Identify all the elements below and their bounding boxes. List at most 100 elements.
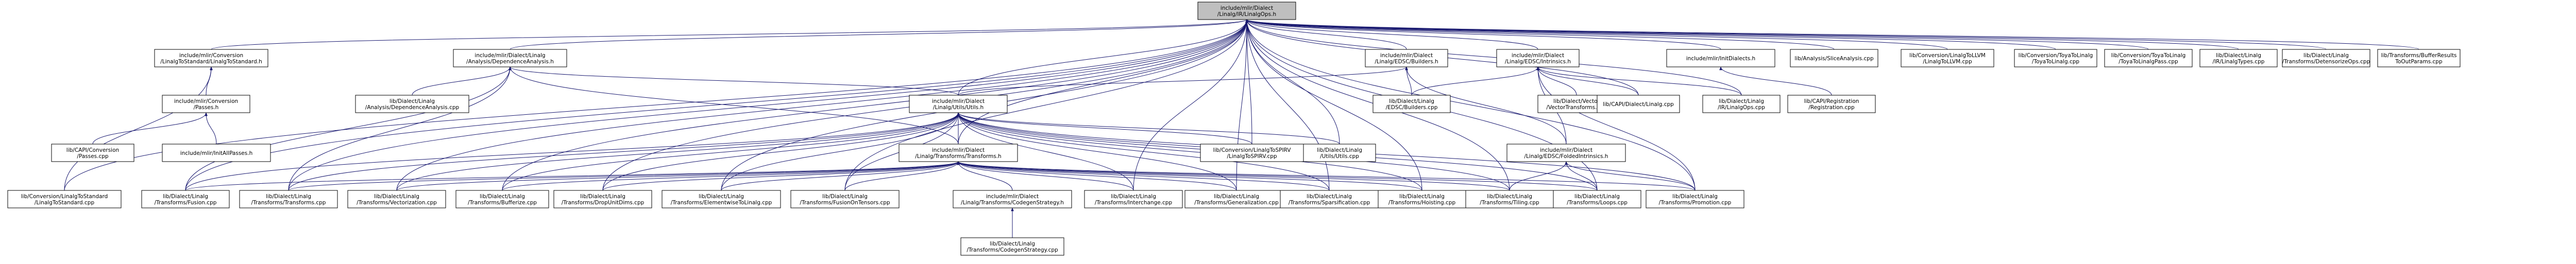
graph-node-sp[interactable]: lib/Dialect/Linalg/Transforms/Sparsifica… <box>1280 190 1379 208</box>
node-label-line: /Transforms/Hoisting.cpp <box>1388 200 1456 206</box>
edge-pr-to-root <box>1245 19 1696 191</box>
graph-node-sa[interactable]: lib/Analysis/SliceAnalysis.cpp <box>1790 49 1878 67</box>
graph-node-ft[interactable]: lib/Dialect/Linalg/Transforms/FusionOnTe… <box>790 190 900 208</box>
graph-node-du[interactable]: lib/Dialect/Linalg/Transforms/DropUnitDi… <box>553 190 652 208</box>
graph-node-cs-h[interactable]: include/mlir/Dialect/Linalg/Transforms/C… <box>953 190 1072 208</box>
graph-node-llvm[interactable]: lib/Conversion/LinalgToLLVM/LinalgToLLVM… <box>1901 49 1994 67</box>
graph-node-bu[interactable]: lib/Dialect/Linalg/Transforms/Bufferize.… <box>455 190 549 208</box>
node-box <box>1372 95 1451 113</box>
node-box <box>7 190 122 208</box>
node-box <box>154 49 268 67</box>
graph-node-fu[interactable]: lib/Dialect/Linalg/Transforms/Fusion.cpp <box>141 190 230 208</box>
graph-node-id[interactable]: include/mlir/InitDialects.h <box>1666 49 1775 67</box>
graph-node-bo[interactable]: lib/Transforms/BufferResultsToOutParams.… <box>2377 49 2461 67</box>
edge-cpp-eb-to-eb <box>1405 66 1412 96</box>
edge-da-to-root <box>510 19 1248 50</box>
graph-node-dt[interactable]: lib/Dialect/Linalg/Transforms/Detensoriz… <box>2282 49 2370 67</box>
node-box <box>2282 49 2370 67</box>
edge-ew-to-ut <box>721 112 960 191</box>
edge-eb-to-root <box>1245 19 1407 50</box>
node-label-line: include/mlir/InitDialects.h <box>1686 56 1755 62</box>
graph-node-pa[interactable]: include/mlir/Conversion/Passes.h <box>162 95 250 113</box>
node-label-line: /Transforms/Vectorization.cpp <box>357 200 437 206</box>
node-label-line: /Registration.cpp <box>1808 104 1855 111</box>
graph-node-ut[interactable]: include/mlir/Dialect/Linalg/Utils/Utils.… <box>909 95 1008 113</box>
node-label-line: /Transforms/ElementwiseToLinalg.cpp <box>671 200 772 206</box>
graph-node-ic[interactable]: lib/Dialect/Linalg/Transforms/Interchang… <box>1084 190 1183 208</box>
graph-node-cs[interactable]: include/mlir/Conversion/LinalgToStandard… <box>154 49 268 67</box>
edge-ei-to-root <box>1245 19 1538 50</box>
graph-node-cp[interactable]: lib/CAPI/Conversion/Passes.cpp <box>51 144 134 162</box>
graph-node-ho[interactable]: lib/Dialect/Linalg/Transforms/Hoisting.c… <box>1378 190 1466 208</box>
node-label-line: /EDSC/Builders.cpp <box>1386 104 1438 111</box>
node-label-line: lib/Dialect/Linalg <box>1672 193 1718 200</box>
graph-node-ty[interactable]: lib/Dialect/Linalg/IR/LinalgTypes.cpp <box>2199 49 2278 67</box>
edge-cs-h-to-tt <box>957 161 1013 191</box>
graph-node-fi[interactable]: include/mlir/Dialect/Linalg/EDSC/FoldedI… <box>1506 144 1626 162</box>
graph-node-cs-cpp[interactable]: lib/Conversion/LinalgToStandard/LinalgTo… <box>7 190 122 208</box>
node-label-line: /ToyaToLinalgPass.cpp <box>2119 59 2178 65</box>
node-label-line: /Passes.cpp <box>77 153 108 160</box>
edge-cpp-da-to-da <box>412 66 512 96</box>
edge-cp-to-pa <box>92 112 208 145</box>
graph-node-io[interactable]: lib/Dialect/Linalg/IR/LinalgOps.cpp <box>1702 95 1781 113</box>
node-box <box>1280 190 1379 208</box>
edge-ti-to-tt <box>957 161 1510 191</box>
graph-node-root[interactable]: include/mlir/Dialect/Linalg/IR/LinalgOps… <box>1197 2 1296 20</box>
node-label-line: /Transforms/Bufferize.cpp <box>468 200 537 206</box>
graph-node-ti[interactable]: lib/Dialect/Linalg/Transforms/Tiling.cpp <box>1465 190 1554 208</box>
node-box <box>2377 49 2461 67</box>
node-box <box>1702 95 1781 113</box>
edge-ti-to-fi <box>1509 161 1568 191</box>
node-box <box>1553 190 1641 208</box>
node-label-line: include/mlir/Dialect <box>1221 5 1273 11</box>
graph-node-ve[interactable]: lib/Dialect/Linalg/Transforms/Vectorizat… <box>347 190 446 208</box>
graph-node-tt[interactable]: include/mlir/Dialect/Linalg/Transforms/T… <box>899 144 1018 162</box>
node-label-line: /LinalgToLLVM.cpp <box>1923 59 1972 65</box>
edge-bu-to-ut <box>502 112 960 191</box>
graph-node-lo[interactable]: lib/Dialect/Linalg/Transforms/Loops.cpp <box>1553 190 1641 208</box>
edge-pa-to-cs <box>206 66 213 96</box>
graph-node-ge[interactable]: lib/Dialect/Linalg/Transforms/Generaliza… <box>1184 190 1289 208</box>
node-label-line: /Transforms/Sparsification.cpp <box>1289 200 1370 206</box>
node-box <box>141 190 230 208</box>
graph-node-cpp-eb[interactable]: lib/Dialect/Linalg/EDSC/Builders.cpp <box>1372 95 1451 113</box>
graph-node-cr[interactable]: lib/CAPI/Registration/Registration.cpp <box>1787 95 1876 113</box>
edges-layer <box>64 19 2419 238</box>
node-box <box>162 95 250 113</box>
node-label-line: lib/Transforms/BufferResults <box>2381 52 2456 59</box>
edge-dt-to-root <box>1245 19 2327 50</box>
graph-node-da[interactable]: include/mlir/Dialect/Linalg/Analysis/Dep… <box>453 49 567 67</box>
graph-node-uc[interactable]: lib/Dialect/Linalg/Utils/Utils.cpp <box>1303 144 1376 162</box>
node-label-line: lib/CAPI/Conversion <box>66 147 119 153</box>
edge-ge-to-root <box>1236 19 1248 191</box>
node-label-line: include/mlir/Dialect <box>1512 52 1564 59</box>
node-box <box>1365 49 1448 67</box>
edge-tt-to-da <box>509 66 959 145</box>
node-label-line: lib/Dialect/Linalg <box>580 193 625 200</box>
node-label-line: /Linalg/EDSC/Intrinsics.h <box>1505 59 1571 65</box>
graph-node-eb[interactable]: include/mlir/Dialect/Linalg/EDSC/Builder… <box>1365 49 1448 67</box>
graph-node-tr[interactable]: lib/Dialect/Linalg/Transforms/Transforms… <box>239 190 338 208</box>
node-label-line: /Linalg/Transforms/Transforms.h <box>915 153 1001 160</box>
edge-pr-to-fi <box>1565 161 1696 191</box>
node-box <box>355 95 469 113</box>
node-label-line: lib/Dialect/Linalg <box>389 98 435 104</box>
graph-node-ll[interactable]: lib/Conversion/ToyaToLinalg/ToyaToLinalg… <box>2014 49 2097 67</box>
node-box <box>553 190 652 208</box>
graph-node-lp[interactable]: lib/Conversion/ToyaToLinalg/ToyaToLinalg… <box>2104 49 2193 67</box>
graph-node-sv[interactable]: lib/Conversion/LinalgToSPIRV/LinalgToSPI… <box>1200 144 1304 162</box>
edge-sa-to-root <box>1245 19 1835 50</box>
node-box <box>1901 49 1994 67</box>
node-label-line: include/mlir/Dialect <box>932 98 985 104</box>
graph-node-ap[interactable]: include/mlir/InitAllPasses.h <box>162 144 271 162</box>
node-label-line: /IR/LinalgOps.cpp <box>1718 104 1765 111</box>
node-box <box>1506 144 1626 162</box>
graph-node-cg[interactable]: lib/Dialect/Linalg/Transforms/CodegenStr… <box>960 237 1064 256</box>
graph-node-ei[interactable]: include/mlir/Dialect/Linalg/EDSC/Intrins… <box>1496 49 1580 67</box>
graph-node-ew[interactable]: lib/Dialect/Linalg/Transforms/Elementwis… <box>662 190 781 208</box>
graph-node-pr[interactable]: lib/Dialect/Linalg/Transforms/Promotion.… <box>1646 190 1744 208</box>
node-label-line: lib/Conversion/LinalgToLLVM <box>1909 52 1986 59</box>
graph-node-cpp-da[interactable]: lib/Dialect/Linalg/Analysis/DependenceAn… <box>355 95 469 113</box>
graph-node-cd[interactable]: lib/CAPI/Dialect/Linalg.cpp <box>1597 95 1680 113</box>
